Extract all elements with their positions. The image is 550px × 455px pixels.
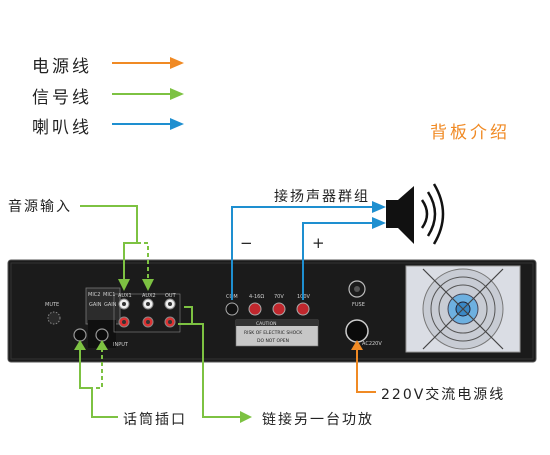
tap-4-16-terminal[interactable] [248, 302, 262, 316]
legend-power-arrow [112, 57, 184, 69]
caution-line2: DO NOT OPEN [257, 338, 289, 344]
mic1-jack[interactable] [95, 328, 109, 342]
tap-70v-terminal[interactable] [272, 302, 286, 316]
mute-label: MUTE [45, 302, 59, 308]
legend-power-label: 电源线 [32, 57, 92, 77]
ac-label: AC220V [362, 341, 382, 347]
ac-power-inlet[interactable] [345, 319, 369, 343]
link-amp-label: 链接另一台功放 [262, 412, 374, 428]
gain-label-1: GAIN [104, 302, 117, 308]
legend-signal-arrow [112, 88, 184, 100]
fuse-label: FUSE [352, 302, 365, 308]
legend-speaker-label: 喇叭线 [32, 118, 92, 138]
mic-jack-lines [79, 341, 118, 418]
power-line [356, 348, 376, 393]
link-amp-lines [178, 306, 242, 418]
section-title: 背板介绍 [430, 123, 510, 143]
minus-label: − [240, 234, 255, 252]
audio-input-label: 音源输入 [8, 199, 72, 215]
mic2-jack[interactable] [73, 328, 87, 342]
fan-grille-icon [405, 265, 521, 353]
tap-100v-terminal[interactable] [296, 302, 310, 316]
mic2-label: MIC2 [88, 292, 100, 298]
tap2-label: 70V [274, 294, 284, 300]
gain-label-2: GAIN [89, 302, 102, 308]
speaker-lines [231, 206, 374, 300]
mic-jack-label: 话筒插口 [123, 412, 187, 428]
plus-label: + [312, 234, 327, 252]
mic1-label: MIC1 [103, 292, 115, 298]
audio-input-lines [80, 205, 149, 281]
speaker-icon [386, 183, 445, 245]
legend-signal-label: 信号线 [32, 88, 92, 108]
caution-title: CAUTION [256, 321, 277, 327]
legend-speaker-arrow [112, 118, 184, 130]
input-label: INPUT [113, 342, 129, 348]
caution-line1: RISK OF ELECTRIC SHOCK [244, 330, 303, 336]
speaker-group-label: 接扬声器群组 [274, 189, 370, 205]
out-label: OUT [165, 293, 177, 299]
com-terminal[interactable] [225, 302, 239, 316]
mute-knob[interactable] [47, 311, 61, 325]
amplifier-rear-panel [7, 259, 537, 363]
power-line-label: 220V交流电源线 [381, 387, 506, 403]
aux2-label: AUX2 [142, 293, 156, 299]
tap1-label: 4-16Ω [249, 294, 264, 300]
aux1-label: AUX1 [118, 293, 132, 299]
